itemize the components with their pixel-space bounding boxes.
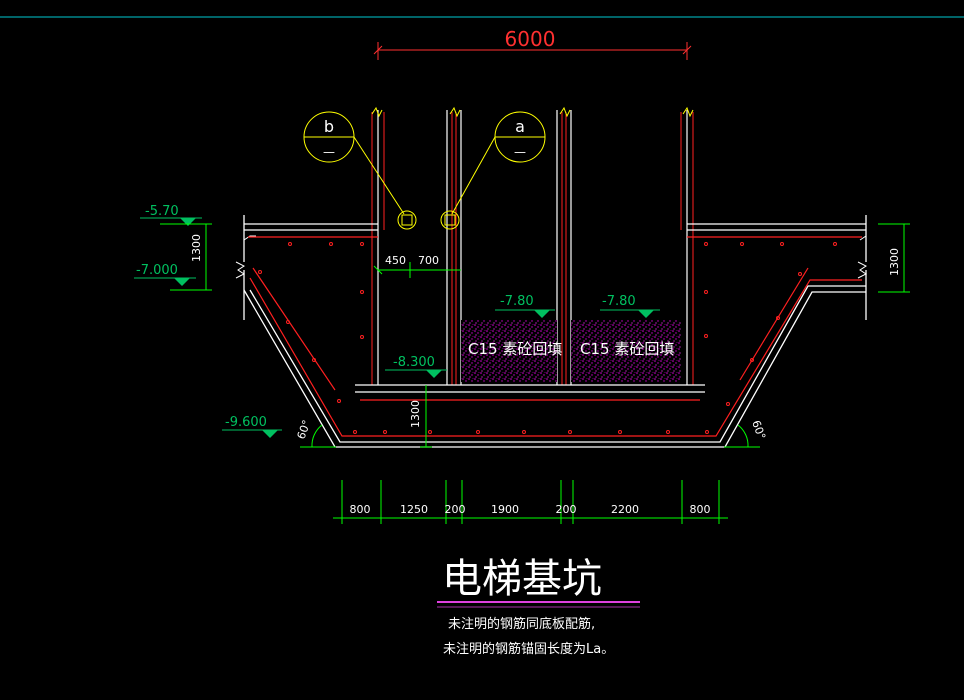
callout-b-letter: b: [324, 117, 334, 136]
svg-text:-8.300: -8.300: [393, 355, 435, 370]
break-marks: [371, 106, 694, 118]
callout-a: [440, 111, 546, 230]
dim-wall-right-label: 700: [418, 254, 439, 267]
svg-text:800: 800: [690, 503, 711, 516]
svg-text:-7.80: -7.80: [500, 294, 534, 309]
overall-width-label: 6000: [505, 27, 556, 51]
slab-hooks: [243, 235, 867, 241]
svg-text:60°: 60°: [295, 418, 314, 441]
dim-walls: [373, 262, 461, 278]
angle-left: 60°: [295, 418, 336, 448]
level-mark-fill-right: -7.80: [600, 294, 660, 318]
fill-label-left: C15 素砼回填: [468, 340, 562, 358]
drawing-title: 电梯基坑: [442, 556, 602, 602]
svg-text:800: 800: [350, 503, 371, 516]
svg-text:-7.000: -7.000: [136, 263, 178, 278]
fill-label-right: C15 素砼回填: [580, 340, 674, 358]
level-mark-fill-left: -7.80: [495, 294, 555, 318]
rebar-dots: [258, 242, 837, 434]
callout-b-sub: —: [323, 145, 335, 159]
svg-text:-9.600: -9.600: [225, 415, 267, 430]
callout-b: [303, 111, 417, 230]
bottom-dim-chain: [333, 480, 728, 524]
dim-left-step-label: 1300: [190, 234, 203, 262]
wall-rebars: [371, 112, 694, 385]
svg-text:-5.70: -5.70: [145, 204, 179, 219]
dim-slab: [420, 385, 432, 448]
callout-a-letter: a: [515, 117, 525, 136]
svg-text:1900: 1900: [491, 503, 519, 516]
level-mark-step-left: -7.000: [134, 263, 196, 286]
dim-right-step-label: 1300: [888, 248, 901, 276]
dim-slab-label: 1300: [409, 400, 422, 428]
bottom-dim-labels: 800 1250 200 1900 200 2200 800: [350, 503, 711, 516]
svg-text:-7.80: -7.80: [602, 294, 636, 309]
level-mark-pit-bottom: -9.600: [222, 415, 282, 438]
dim-left-step: [160, 223, 212, 291]
dim-right-step: [878, 223, 910, 293]
svg-text:2200: 2200: [611, 503, 639, 516]
angle-right: 60°: [724, 419, 768, 448]
fill-block-right: [571, 320, 681, 382]
fill-block-left: [461, 320, 557, 382]
side-breaks: [235, 261, 867, 279]
note-line-1: 未注明的钢筋同底板配筋,: [448, 616, 595, 632]
svg-text:200: 200: [556, 503, 577, 516]
level-mark-pit-inner: -8.300: [385, 355, 447, 378]
callout-a-sub: —: [514, 145, 526, 159]
overall-dimension: [373, 42, 692, 60]
svg-text:200: 200: [445, 503, 466, 516]
svg-text:60°: 60°: [749, 419, 768, 442]
level-mark-top-left: -5.70: [140, 204, 202, 226]
svg-text:1250: 1250: [400, 503, 428, 516]
note-line-2: 未注明的钢筋锚固长度为La。: [443, 641, 614, 657]
dim-wall-left-label: 450: [385, 254, 406, 267]
